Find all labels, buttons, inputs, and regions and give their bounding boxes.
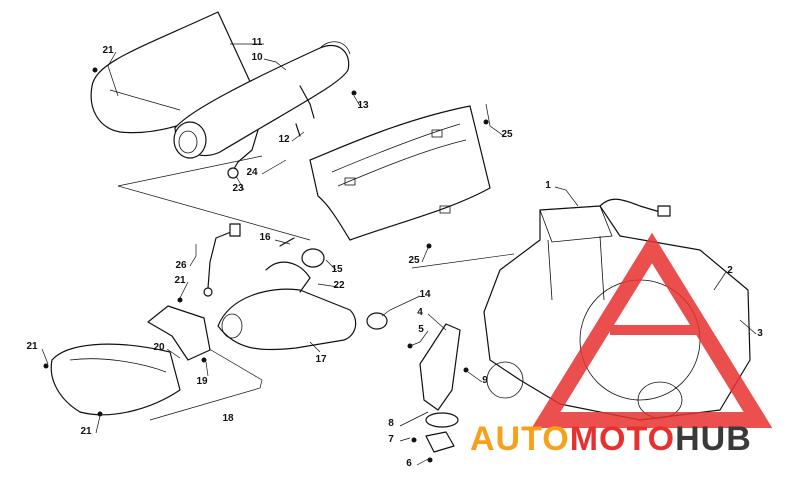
- callout-20: 20: [153, 342, 165, 353]
- fasteners: [43, 67, 489, 463]
- callout-8: 8: [388, 418, 394, 429]
- callout-17: 17: [315, 354, 327, 365]
- callout-5: 5: [418, 324, 424, 335]
- callout-15: 15: [331, 264, 343, 275]
- exhaust-bracket: [147, 305, 211, 361]
- callout-26: 26: [175, 260, 187, 271]
- lower-heat-shield: [309, 105, 491, 241]
- callout-13: 13: [357, 100, 369, 111]
- engine-mount-bracket: [419, 323, 461, 453]
- callout-16: 16: [259, 232, 271, 243]
- callout-4: 4: [417, 307, 423, 318]
- engine-assembly: [483, 198, 751, 421]
- callout-21: 21: [26, 341, 38, 352]
- callout-21: 21: [174, 275, 186, 286]
- callout-7: 7: [388, 434, 394, 445]
- callout-19: 19: [196, 376, 208, 387]
- callout-9: 9: [482, 375, 488, 386]
- leader-lines: [41, 43, 757, 466]
- callout-21: 21: [80, 426, 92, 437]
- callout-1: 1: [545, 180, 551, 191]
- callout-2: 2: [727, 265, 733, 276]
- lower-guard: [50, 343, 181, 416]
- callout-25: 25: [408, 255, 420, 266]
- callout-23: 23: [232, 183, 244, 194]
- callout-14: 14: [419, 289, 431, 300]
- assembly-guide-lines: [117, 155, 515, 421]
- callout-12: 12: [278, 134, 290, 145]
- muffler: [173, 41, 351, 179]
- o2-sensor: [203, 223, 241, 297]
- callout-21: 21: [102, 45, 114, 56]
- callout-11: 11: [252, 37, 263, 48]
- callout-25: 25: [501, 129, 513, 140]
- callout-10: 10: [251, 52, 263, 63]
- exhaust-header: [217, 237, 388, 351]
- callout-18: 18: [222, 413, 234, 424]
- callout-6: 6: [406, 458, 412, 469]
- callout-3: 3: [757, 328, 763, 339]
- callout-24: 24: [246, 167, 258, 178]
- callout-22: 22: [333, 280, 345, 291]
